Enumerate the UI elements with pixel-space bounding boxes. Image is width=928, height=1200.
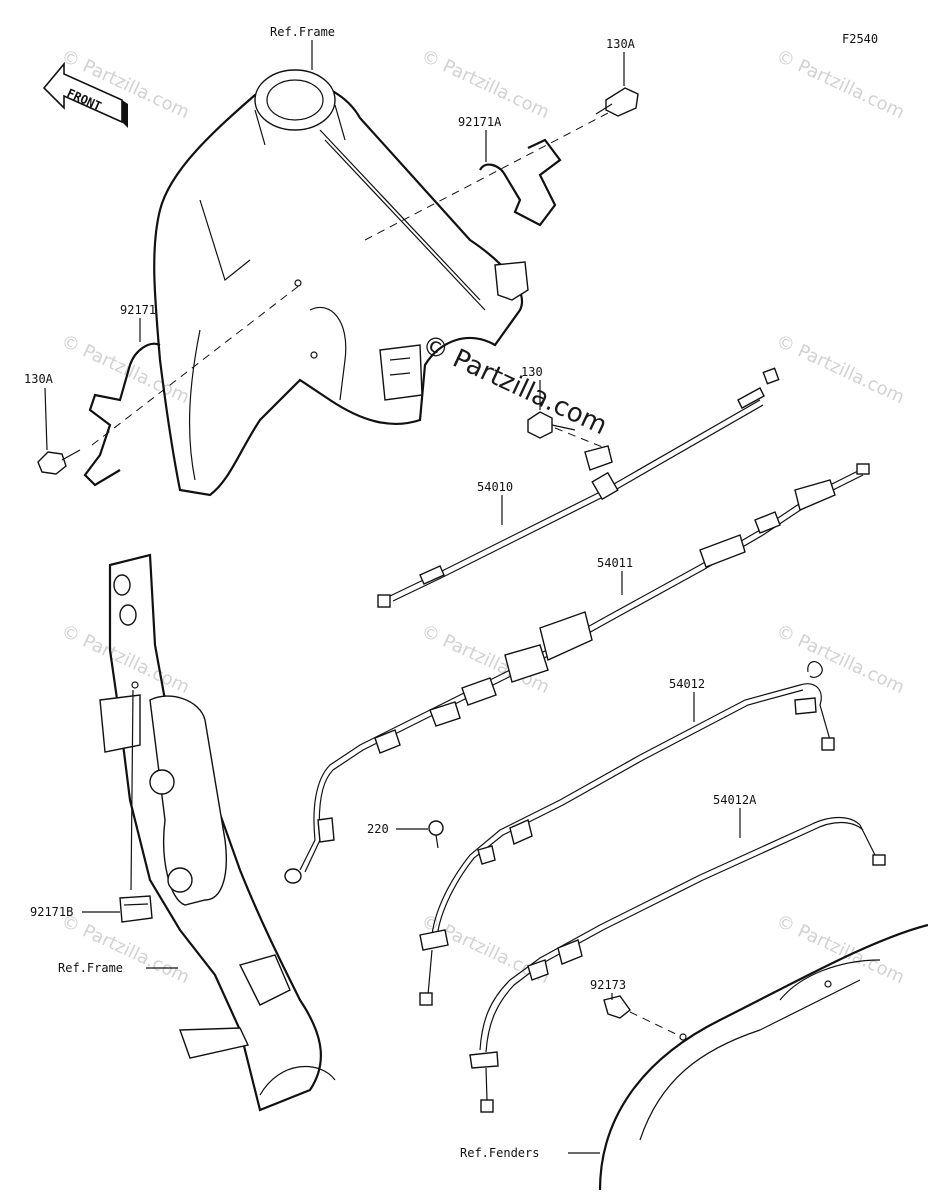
watermark: © Partzilla.com — [773, 910, 908, 988]
cable-54011 — [284, 463, 870, 884]
bolt-130 — [527, 411, 576, 439]
label-ref-frame-top: Ref.Frame — [270, 25, 335, 39]
center-watermark: © Partzilla.com — [417, 329, 612, 441]
bolt-130a-left — [37, 449, 81, 475]
screw-220 — [428, 820, 444, 849]
clamp-92171a — [479, 138, 562, 227]
label-54010: 54010 — [477, 480, 513, 494]
label-ref-frame-bottom: Ref.Frame — [58, 961, 123, 975]
label-92171b: 92171B — [30, 905, 73, 919]
clamp-92171b — [119, 895, 153, 923]
label-ref-fenders: Ref.Fenders — [460, 1146, 539, 1160]
label-92171: 92171 — [120, 303, 156, 317]
watermark: © Partzilla.com — [773, 45, 908, 123]
label-130a-left: 130A — [24, 372, 54, 386]
frame-lower-drawing — [99, 553, 336, 1112]
bolt-130a-top — [595, 87, 639, 117]
frame-top-drawing — [153, 69, 529, 497]
cable-54010 — [377, 367, 780, 608]
watermark: © Partzilla.com — [773, 330, 908, 408]
cable-54012 — [419, 661, 835, 1006]
clip-92173 — [603, 995, 631, 1019]
label-130: 130 — [521, 365, 543, 379]
label-54012a: 54012A — [713, 793, 757, 807]
label-220: 220 — [367, 822, 389, 836]
watermark: © Partzilla.com — [418, 45, 553, 123]
label-92173: 92173 — [590, 978, 626, 992]
watermark: © Partzilla.com — [58, 330, 193, 408]
cable-54012a — [469, 816, 886, 1113]
label-54011: 54011 — [597, 556, 633, 570]
label-130a-top: 130A — [606, 37, 636, 51]
fender-drawing — [598, 923, 928, 1191]
watermark: © Partzilla.com — [58, 620, 193, 698]
label-92171a: 92171A — [458, 115, 502, 129]
label-54012: 54012 — [669, 677, 705, 691]
figure-code: F2540 — [842, 32, 878, 46]
clamp-92171 — [83, 342, 161, 487]
